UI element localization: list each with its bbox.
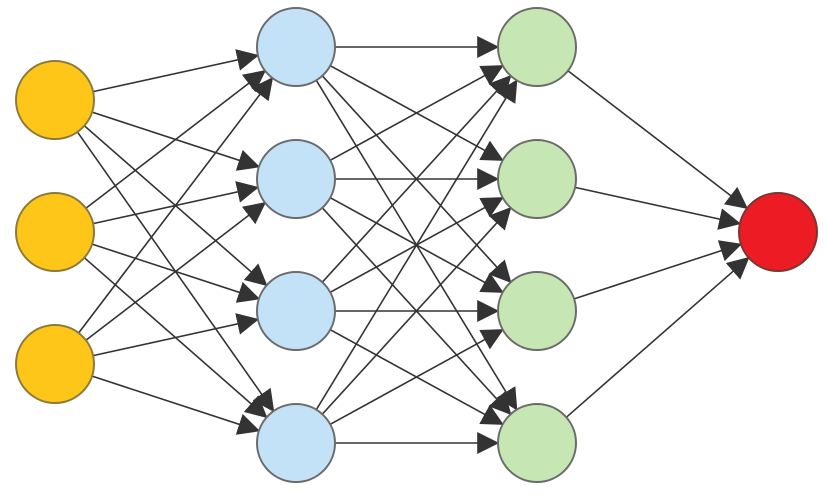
edge-hidden-2-3-to-output-1	[573, 240, 743, 300]
edge-input-3-to-hidden-1-2	[85, 202, 267, 341]
edge-input-2-to-hidden-1-1	[85, 70, 267, 209]
edge-hidden-2-1-to-output-1	[567, 70, 749, 209]
nodes-layer	[15, 7, 818, 483]
node-hidden-2-3	[497, 271, 577, 351]
node-hidden-1-2	[256, 139, 336, 219]
node-hidden-2-4	[497, 403, 577, 483]
node-hidden-1-1	[256, 7, 336, 87]
node-output-1	[738, 192, 818, 272]
edges-layer	[76, 36, 750, 454]
edge-input-3-to-hidden-1-4	[91, 375, 261, 435]
node-input-3	[15, 324, 95, 404]
edge-hidden-2-2-to-output-1	[574, 186, 742, 230]
node-input-2	[15, 192, 95, 272]
node-hidden-2-2	[497, 139, 577, 219]
edge-hidden-1-4-to-hidden-2-1	[315, 79, 518, 411]
edge-input-1-to-hidden-1-1	[92, 49, 260, 93]
node-input-1	[15, 60, 95, 140]
edge-hidden-1-4-to-hidden-2-3	[329, 329, 504, 426]
node-hidden-1-4	[256, 403, 336, 483]
node-hidden-1-3	[256, 271, 336, 351]
edge-input-3-to-hidden-1-3	[92, 313, 260, 357]
edge-hidden-1-3-to-hidden-2-1	[321, 74, 512, 283]
edge-hidden-1-2-to-hidden-2-1	[329, 65, 504, 162]
edge-hidden-2-4-to-output-1	[565, 256, 750, 418]
node-hidden-2-1	[497, 7, 577, 87]
edge-hidden-1-4-to-hidden-2-2	[321, 206, 512, 415]
edge-input-3-to-hidden-1-1	[77, 77, 274, 334]
